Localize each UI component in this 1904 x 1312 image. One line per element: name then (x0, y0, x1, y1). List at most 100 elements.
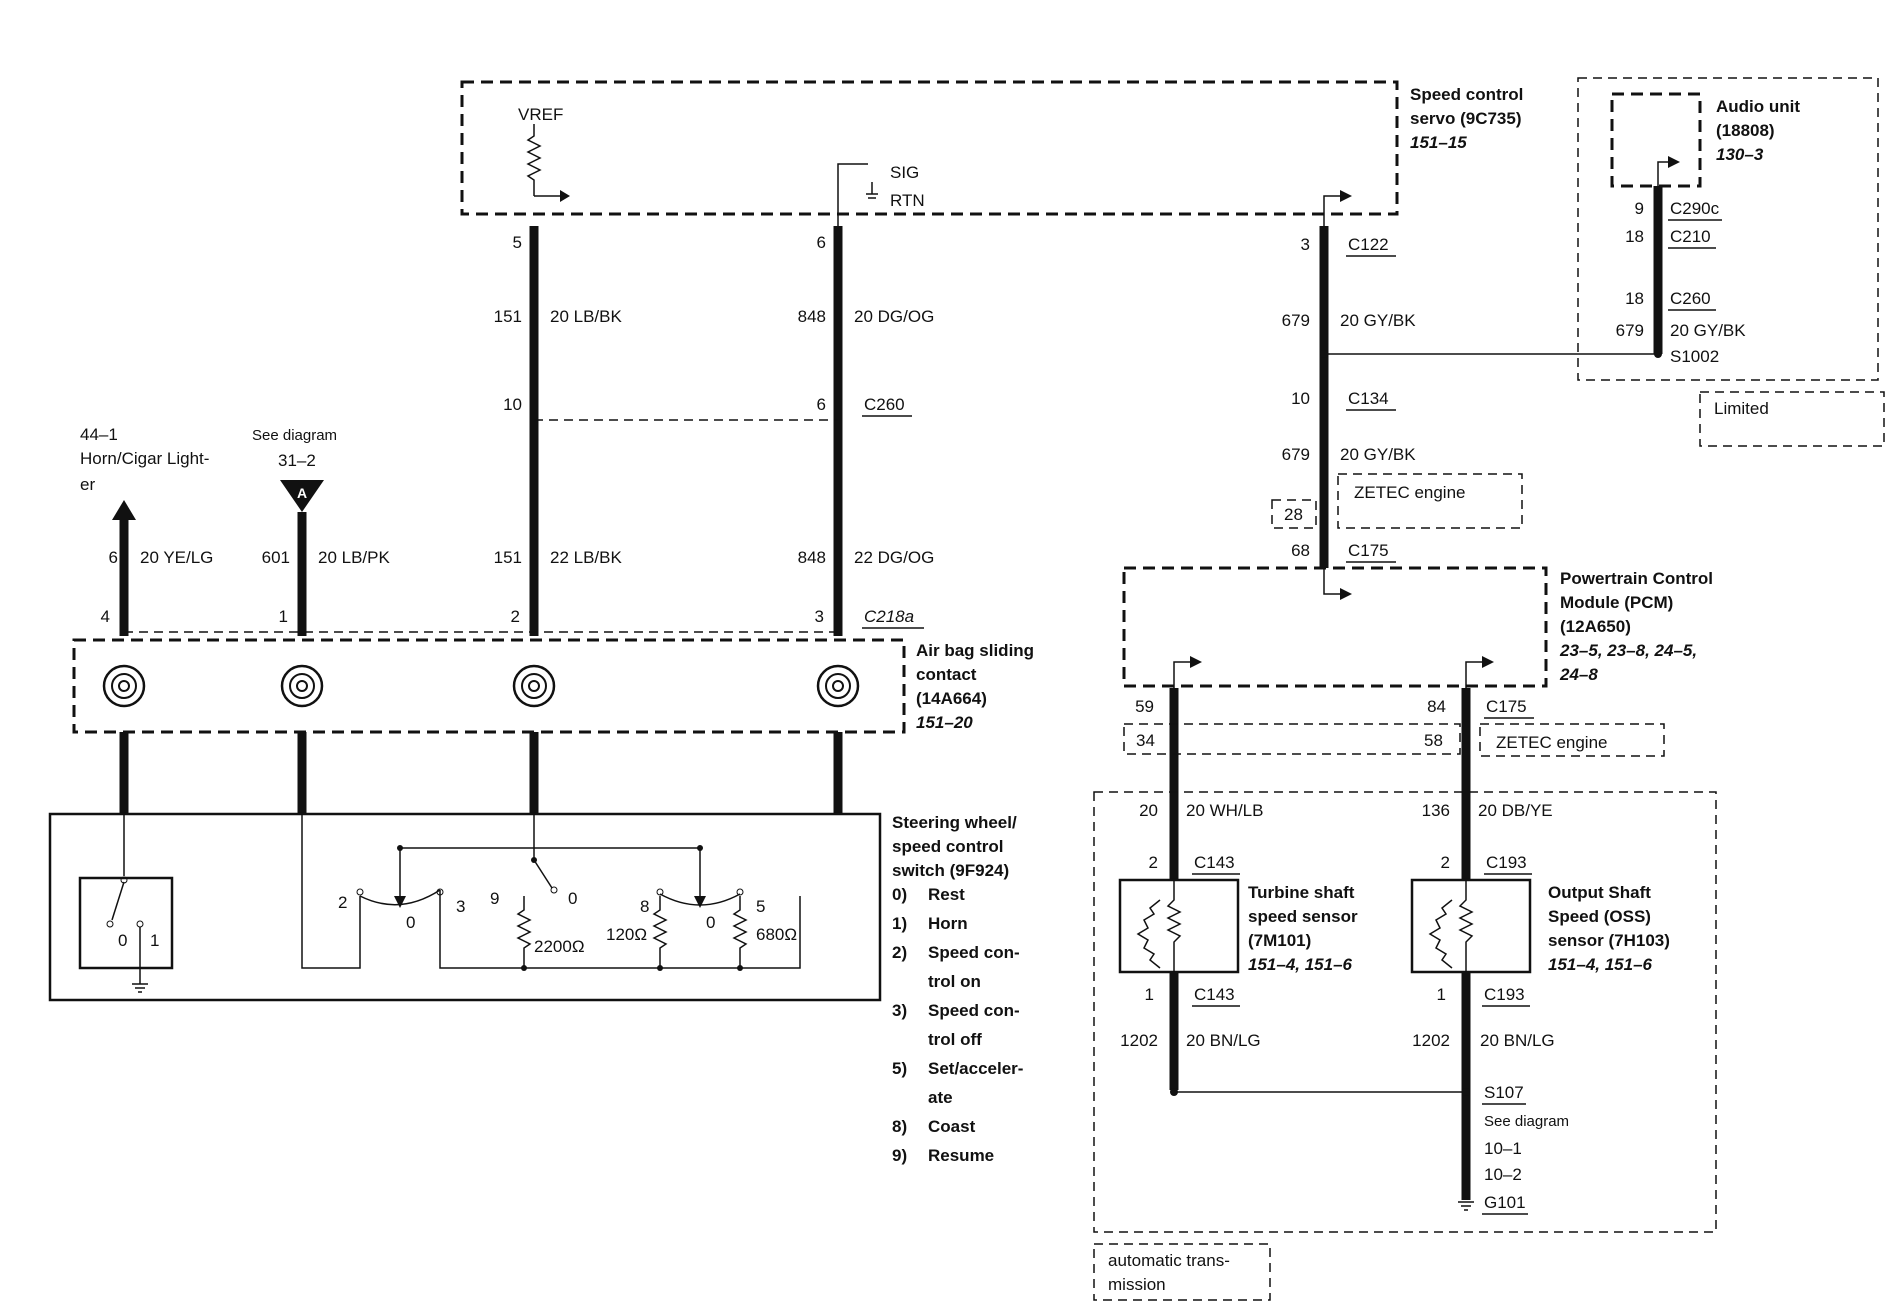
pos-9: 9 (490, 889, 499, 908)
see-diagram-2: See diagram (1484, 1113, 1569, 1130)
o-pin1: 1 (1437, 985, 1446, 1004)
o-pin2: 2 (1441, 853, 1450, 872)
mode-number: 2) (892, 943, 907, 962)
c260-label: C260 (864, 395, 905, 414)
o-color: 20 DB/YE (1478, 801, 1553, 820)
box-58: 58 (1424, 731, 1443, 750)
connector-a-icon (280, 480, 324, 512)
servo-title-2: servo (9C735) (1410, 109, 1522, 128)
sig-label: SIG (890, 163, 919, 182)
s107-label: S107 (1484, 1083, 1524, 1102)
resistor-2200-icon (516, 896, 532, 968)
see-a-2: 31–2 (278, 451, 316, 470)
vref-resistor (526, 124, 542, 196)
a-num: 679 (1616, 321, 1644, 340)
r-680: 680Ω (756, 925, 797, 944)
transmission-section: 59 84 C175 34 58 ZETEC engine 20 20 WH/L… (1093, 688, 1717, 1301)
w3-num: 151 (494, 307, 522, 326)
audio-title-1: Audio unit (1716, 97, 1800, 116)
mode-label: Speed con- (928, 1001, 1020, 1020)
oss-title-1: Output Shaft (1548, 883, 1651, 902)
w4-num: 848 (798, 307, 826, 326)
pcm-title-3: (12A650) (1560, 617, 1631, 636)
mode-number: 8) (892, 1117, 907, 1136)
mode-label: Speed con- (928, 943, 1020, 962)
airbag-title-2: contact (916, 665, 977, 684)
horn-reference: 44–1 Horn/Cigar Light- er (80, 425, 209, 520)
r-pin10: 10 (1291, 389, 1310, 408)
tss-ref: 151–4, 151–6 (1248, 955, 1353, 974)
r-color: 20 GY/BK (1340, 311, 1416, 330)
w3-c: 2 (511, 607, 520, 626)
pos-2: 2 (338, 893, 347, 912)
tss-sensor-icon (1136, 880, 1182, 972)
w2-color: 20 LB/PK (318, 548, 390, 567)
c210-label: C210 (1670, 227, 1711, 246)
oss-title-3: sensor (7H103) (1548, 931, 1670, 950)
horn-ref-2: Horn/Cigar Light- (80, 449, 209, 468)
w1-c: 4 (101, 607, 110, 626)
audio-unit: Audio unit (18808) 130–3 Limited (1577, 77, 1885, 447)
steering-wheel-switch: 0 1 2 0 3 9 0 8 0 (48, 812, 1017, 1002)
t-pin2: 2 (1149, 853, 1158, 872)
right-harness: 3 C122 679 20 GY/BK 10 C134 679 20 GY/BK… (1271, 186, 1746, 568)
mode-number: 5) (892, 1059, 907, 1078)
a-color: 20 GY/BK (1670, 321, 1746, 340)
t-num: 20 (1139, 801, 1158, 820)
mode-label: Coast (928, 1117, 976, 1136)
airbag-title-3: (14A664) (916, 689, 987, 708)
pcm-ref-1: 23–5, 23–8, 24–5, (1559, 641, 1697, 660)
c175b-label: C175 (1486, 697, 1527, 716)
mode-label: trol off (928, 1030, 982, 1049)
horn-pos-0: 0 (118, 931, 127, 950)
speed-control-servo: Speed control servo (9C735) 151–15 VREF … (460, 80, 1523, 226)
w3-top: 5 (513, 233, 522, 252)
resistor-120-icon (652, 896, 668, 968)
t-pin1: 1 (1145, 985, 1154, 1004)
w4-color: 20 DG/OG (854, 307, 934, 326)
p-pin84: 84 (1427, 697, 1446, 716)
o-color2: 20 BN/LG (1480, 1031, 1555, 1050)
tss-title-1: Turbine shaft (1248, 883, 1355, 902)
mode-label: Resume (928, 1146, 994, 1165)
c218a-label: C218a (864, 607, 914, 626)
box-34: 34 (1136, 731, 1155, 750)
w4-top: 6 (817, 233, 826, 252)
see-2b: 10–2 (1484, 1165, 1522, 1184)
mode-number: 1) (892, 914, 907, 933)
clockspring-1-icon (102, 664, 146, 708)
w3-num2: 151 (494, 548, 522, 567)
pcm-title-2: Module (PCM) (1560, 593, 1673, 612)
arrow-up-icon (112, 500, 136, 520)
r-num2: 679 (1282, 445, 1310, 464)
c193-label: C193 (1486, 853, 1527, 872)
servo-ref: 151–15 (1410, 133, 1467, 152)
mode-number: 3) (892, 1001, 907, 1020)
pos-3: 3 (456, 897, 465, 916)
clockspring-4-icon (816, 664, 860, 708)
w2-c: 1 (279, 607, 288, 626)
mode-label: Rest (928, 885, 965, 904)
s1002-label: S1002 (1670, 347, 1719, 366)
rtn-label: RTN (890, 191, 925, 210)
mode-label: ate (928, 1088, 953, 1107)
c143b-label: C143 (1194, 985, 1235, 1004)
see-a-1: See diagram (252, 427, 337, 444)
vref-label: VREF (518, 105, 563, 124)
c143-label: C143 (1194, 853, 1235, 872)
airbag-ref: 151–20 (916, 713, 973, 732)
airbag-title-1: Air bag sliding (916, 641, 1034, 660)
a-pin18b: 18 (1625, 289, 1644, 308)
r-pin3: 3 (1301, 235, 1310, 254)
tss-title-2: speed sensor (1248, 907, 1358, 926)
zetec-label-1: ZETEC engine (1354, 483, 1466, 502)
clockspring-3-icon (512, 664, 556, 708)
w1-pin: 6 (109, 548, 118, 567)
w1-color: 20 YE/LG (140, 548, 213, 567)
r-num: 679 (1282, 311, 1310, 330)
o-num2: 1202 (1412, 1031, 1450, 1050)
see-diagram-a: See diagram 31–2 A (252, 427, 337, 512)
airbag-sliding-contact: Air bag sliding contact (14A664) 151–20 (72, 638, 1034, 734)
